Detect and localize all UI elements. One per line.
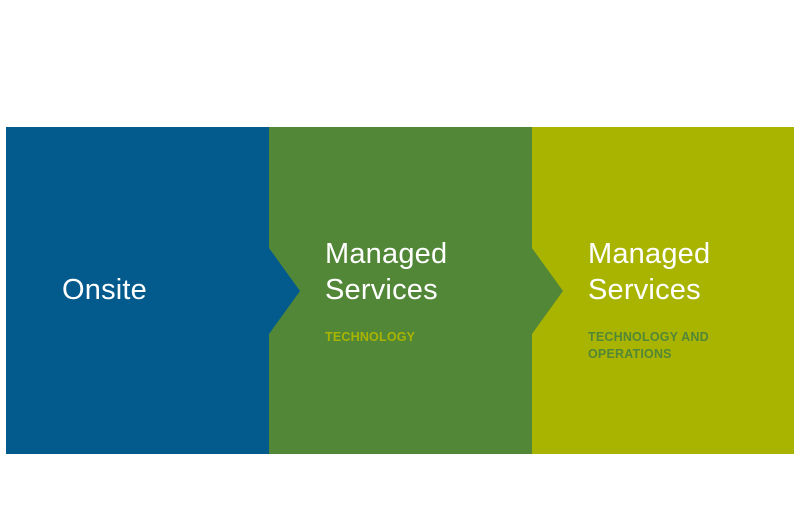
stage-panel-onsite: Onsite — [6, 127, 300, 454]
stage-panel-managed-services-technology-operations: Managed Services TECHNOLOGY AND OPERATIO… — [532, 127, 794, 454]
stage-title: Managed Services — [325, 238, 448, 306]
stage-subtitle: TECHNOLOGY — [325, 330, 416, 344]
stage-title: Managed Services — [588, 238, 711, 306]
stage-title: Onsite — [62, 274, 148, 306]
stage-panel-managed-services-technology: Managed Services TECHNOLOGY — [269, 127, 563, 454]
stage-subtitle: TECHNOLOGY AND OPERATIONS — [588, 330, 709, 361]
